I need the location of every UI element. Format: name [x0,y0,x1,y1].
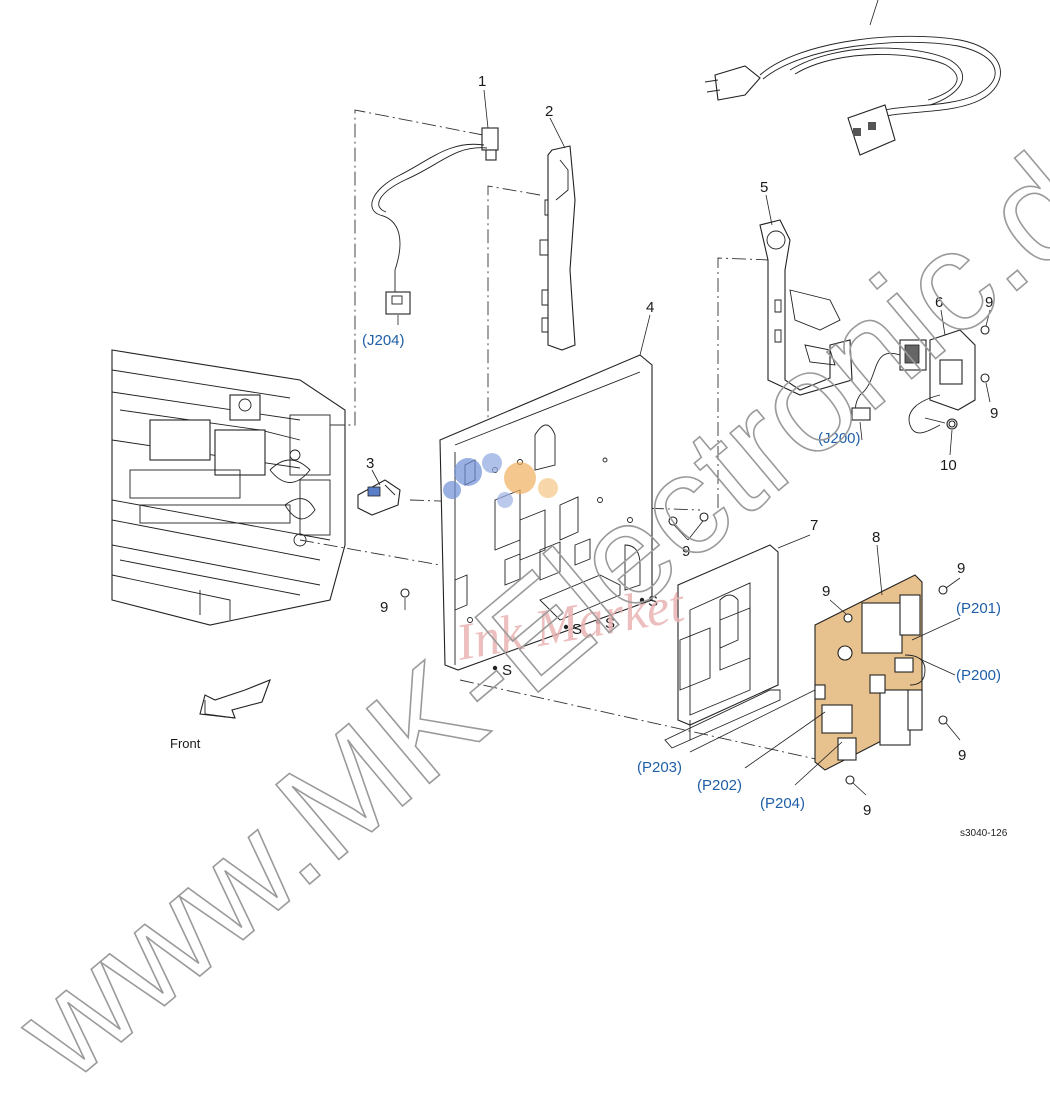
part-6-inlet [851,329,976,434]
screw-mark-s: S [648,593,658,610]
callout-1: 1 [478,73,486,90]
callout-7: 7 [810,517,818,534]
callout-2: 2 [545,103,553,120]
screw-mark-s: S [572,621,582,638]
callout-9: 9 [822,583,830,600]
callout-5: 5 [760,179,768,196]
callout-numbers: 1 2 3 4 5 6 7 8 9 9 9 9 9 9 9 9 10 [366,73,998,819]
callout-3: 3 [366,455,374,472]
printer-frame [111,349,346,626]
leader-lines [371,89,991,796]
screw-marks: S S S S [492,593,658,679]
connector-labels: (J204) (J200) (P201) (P200) (P203) (P202… [362,332,1001,812]
part-2-bracket [539,145,576,351]
screw-mark-s: S [605,615,615,632]
callout-9: 9 [380,599,388,616]
connector-j204: (J204) [362,332,405,349]
callout-4: 4 [646,299,654,316]
connector-p200: (P200) [956,667,1001,684]
callout-10: 10 [940,457,957,474]
part-8-power-pcb [814,574,926,771]
figure-id: s3040-126 [960,828,1008,839]
callout-9: 9 [958,747,966,764]
callout-8: 8 [872,529,880,546]
part-3-sensor [357,479,401,516]
screws [400,325,990,785]
power-cord [704,0,1001,156]
connector-p203: (P203) [637,759,682,776]
callout-9: 9 [863,802,871,819]
callout-9: 9 [990,405,998,422]
callout-9: 9 [957,560,965,577]
part-1-harness [371,127,499,315]
part-7-cover-plate [664,544,781,749]
connector-p204: (P204) [760,795,805,812]
connector-j200: (J200) [818,430,861,447]
callout-6: 6 [935,294,943,311]
front-label: Front [170,736,201,751]
connector-p201: (P201) [956,600,1001,617]
part-5-bracket [759,219,853,396]
callout-9: 9 [682,543,690,560]
screw-mark-s: S [502,662,512,679]
watermark-logo [443,453,558,508]
connector-p202: (P202) [697,777,742,794]
callout-9: 9 [985,294,993,311]
front-arrow: Front [170,679,271,751]
